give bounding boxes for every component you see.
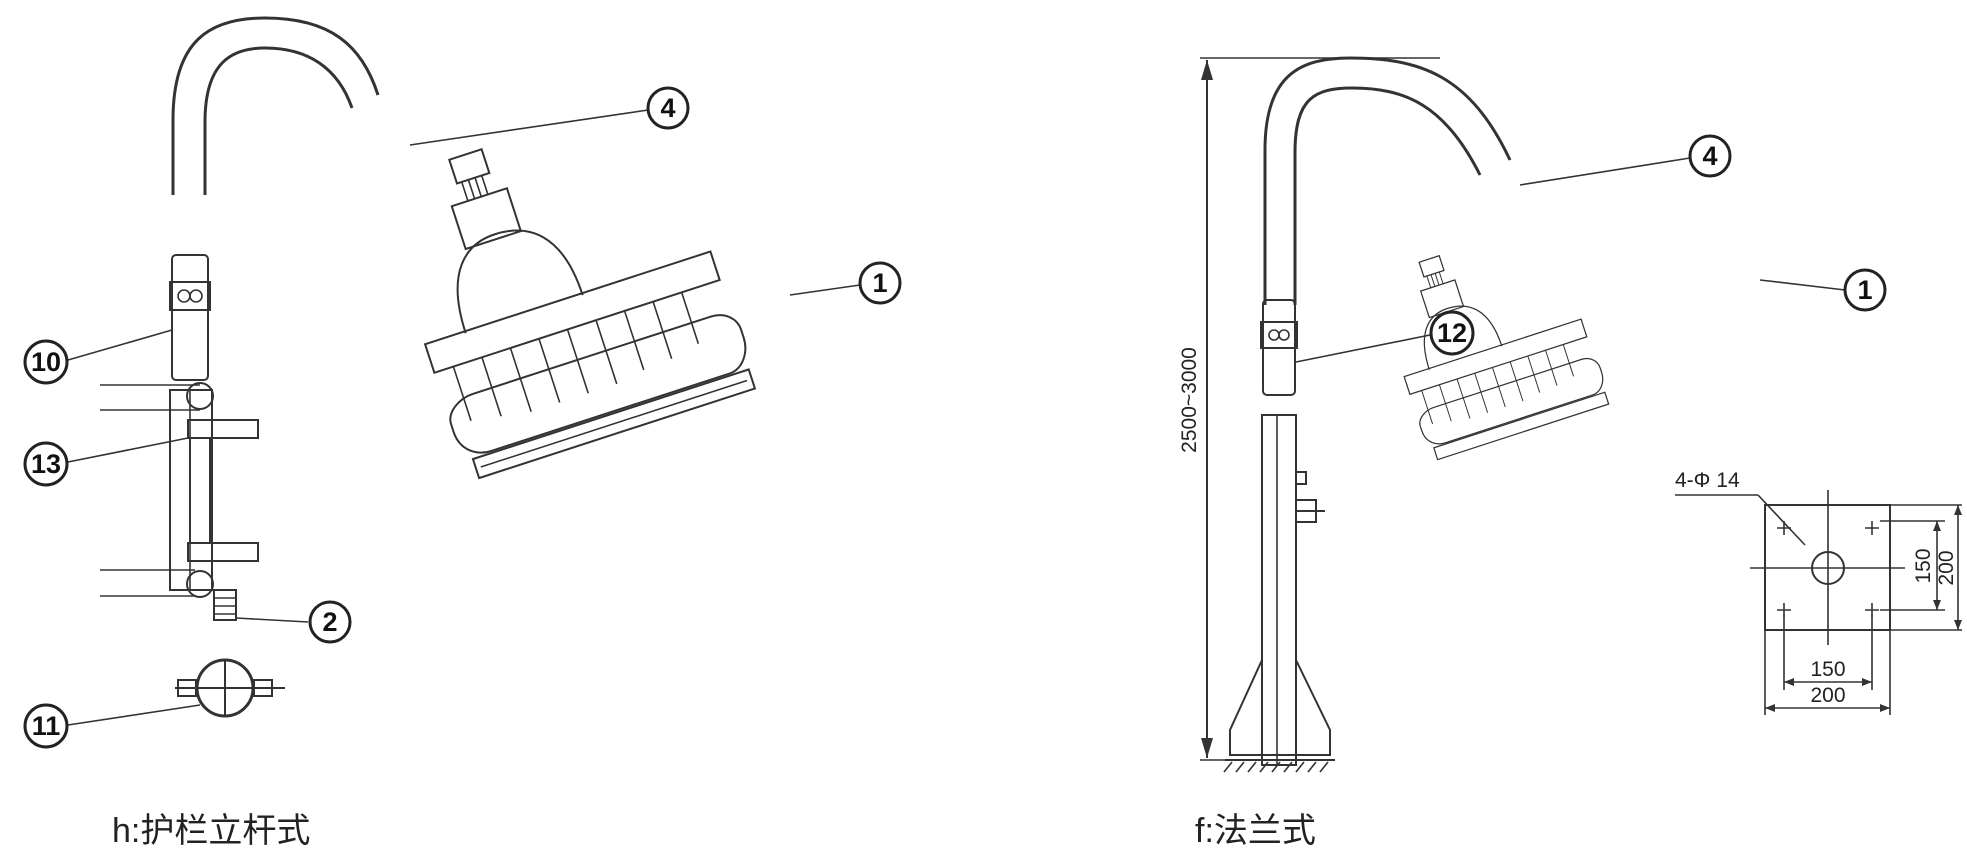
left-view-caption: h:护栏立杆式 — [112, 812, 310, 850]
outer-height-label: 200 — [1935, 550, 1958, 585]
svg-text:11: 11 — [32, 711, 61, 741]
height-dimension-label: 2500~3000 — [1178, 347, 1201, 453]
height-dimension: 2500~3000 — [1178, 57, 1440, 761]
left-callout-2: 2 — [235, 600, 352, 644]
left-callout-4: 4 — [409, 86, 690, 146]
hole-spec-label: 4-Φ 14 — [1675, 469, 1740, 492]
left-callout-1: 1 — [789, 261, 902, 305]
right-callout-12: 12 — [1295, 310, 1475, 363]
inner-width-label: 150 — [1810, 658, 1845, 681]
right-callout-1: 1 — [1759, 268, 1887, 312]
left-callout-13: 13 — [23, 437, 189, 487]
left-callout-11: 11 — [23, 703, 201, 749]
inner-height-label: 150 — [1912, 548, 1935, 583]
svg-text:12: 12 — [1437, 318, 1467, 348]
flange-detail: 4-Φ 14 150 200 150 200 — [1675, 469, 1962, 715]
left-callout-10: 10 — [23, 329, 173, 385]
svg-text:10: 10 — [31, 347, 61, 377]
svg-text:4: 4 — [660, 93, 675, 123]
right-callout-4: 4 — [1519, 134, 1732, 186]
right-view-caption: f:法兰式 — [1195, 812, 1316, 850]
svg-text:4: 4 — [1702, 141, 1717, 171]
outer-width-label: 200 — [1810, 684, 1845, 707]
svg-text:1: 1 — [1857, 275, 1872, 305]
svg-text:1: 1 — [872, 268, 887, 298]
left-lamp-assembly — [100, 16, 757, 718]
svg-text:2: 2 — [322, 607, 337, 637]
flange-bolt-holes — [1777, 521, 1879, 617]
svg-text:13: 13 — [31, 449, 61, 479]
right-lamp-assembly — [1223, 56, 1610, 773]
